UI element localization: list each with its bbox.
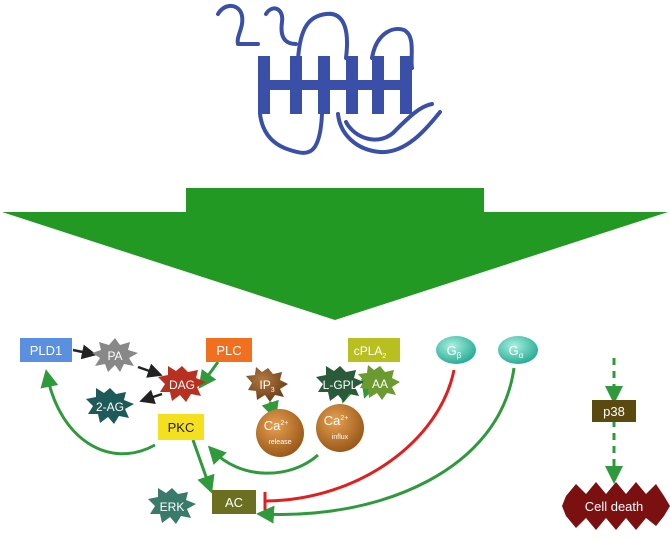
node-ac: AC — [212, 490, 256, 514]
svg-text:DAG: DAG — [169, 378, 195, 392]
svg-text:PLD1: PLD1 — [30, 343, 63, 358]
node-ip3: IP3 — [246, 367, 288, 402]
svg-text:p38: p38 — [603, 404, 625, 419]
node-ca-influx: Ca2+ influx — [316, 404, 364, 452]
node-pkc: PKC — [158, 414, 204, 440]
svg-text:Ca2+: Ca2+ — [264, 418, 289, 433]
svg-text:IP3: IP3 — [259, 378, 274, 394]
svg-text:PKC: PKC — [168, 420, 195, 435]
receptor-helices — [258, 56, 412, 114]
big-down-arrow — [2, 188, 668, 320]
svg-text:ERK: ERK — [160, 500, 185, 514]
node-pld1: PLD1 — [20, 338, 72, 362]
svg-text:AA: AA — [372, 377, 388, 391]
node-g-beta: Gβ — [436, 336, 476, 364]
receptor-icon — [216, 4, 442, 155]
svg-text:L-GPL: L-GPL — [323, 378, 358, 392]
svg-text:Cell death: Cell death — [585, 499, 644, 514]
svg-text:cPLA2: cPLA2 — [354, 344, 387, 360]
node-pa: PA — [92, 338, 138, 372]
node-cell-death: Cell death — [562, 482, 670, 530]
svg-text:PLC: PLC — [216, 343, 241, 358]
node-2ag: 2-AG — [86, 388, 134, 424]
svg-text:2-AG: 2-AG — [96, 400, 124, 414]
svg-text:Gα: Gα — [509, 343, 524, 360]
svg-text:Gβ: Gβ — [447, 343, 462, 360]
node-erk: ERK — [148, 488, 196, 524]
node-dag: DAG — [158, 366, 206, 402]
node-lgpl: L-GPL — [316, 366, 364, 402]
svg-text:influx: influx — [332, 434, 349, 441]
svg-text:release: release — [269, 439, 292, 446]
node-g-alpha: Gα — [498, 336, 538, 364]
node-plc: PLC — [206, 338, 252, 362]
node-cpla2: cPLA2 — [348, 338, 400, 362]
svg-text:AC: AC — [225, 495, 243, 510]
node-p38: p38 — [592, 400, 636, 422]
node-aa: AA — [358, 365, 400, 400]
svg-text:Ca2+: Ca2+ — [324, 413, 349, 428]
node-ca-release: Ca2+ release — [256, 409, 304, 457]
svg-text:PA: PA — [107, 349, 122, 363]
